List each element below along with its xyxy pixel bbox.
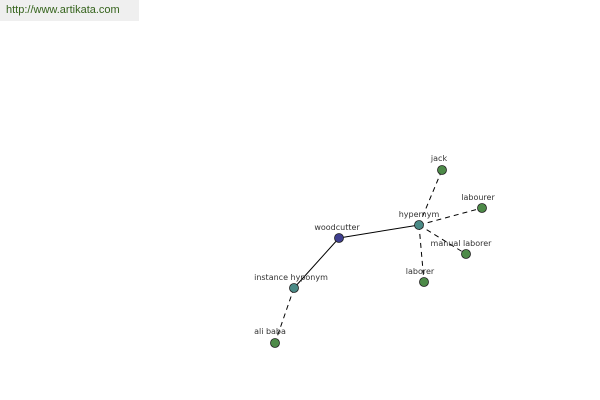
node-manual-laborer[interactable] [461,249,471,259]
node-label-laborer[interactable]: laborer [406,267,435,276]
source-url-text[interactable]: http://www.artikata.com [6,4,120,16]
node-laborer[interactable] [419,277,429,287]
node-label-hypernym[interactable]: hypernym [399,210,440,219]
edge-instance-hyponym-to-ali-baba [274,287,295,344]
graph-labels: woodcutter hypernym instance hyponym jack la… [254,154,495,336]
node-ali-baba[interactable] [270,338,280,348]
edge-woodcutter-to-instance-hyponym [293,237,340,289]
node-jack[interactable] [437,165,447,175]
edge-hypernym-to-laborer [418,224,425,283]
node-label-manual-laborer[interactable]: manual laborer [431,239,493,248]
node-label-ali-baba[interactable]: ali baba [254,327,286,336]
edge-hypernym-to-labourer [418,207,483,226]
node-labourer[interactable] [477,203,487,213]
node-woodcutter[interactable] [334,233,344,243]
source-url-bar: http://www.artikata.com [0,0,139,21]
edge-woodcutter-to-hypernym [338,224,420,239]
edge-hypernym-to-jack [418,169,443,226]
node-label-woodcutter[interactable]: woodcutter [314,223,360,232]
node-label-labourer[interactable]: labourer [461,193,495,202]
node-label-instance-hyponym[interactable]: instance hyponym [254,273,328,282]
node-instance-hyponym[interactable] [289,283,299,293]
node-label-jack[interactable]: jack [430,154,448,163]
node-hypernym[interactable] [414,220,424,230]
graph-edges [274,169,483,344]
edge-hypernym-to-manual-laborer [418,224,467,255]
graph-nodes [270,165,487,348]
